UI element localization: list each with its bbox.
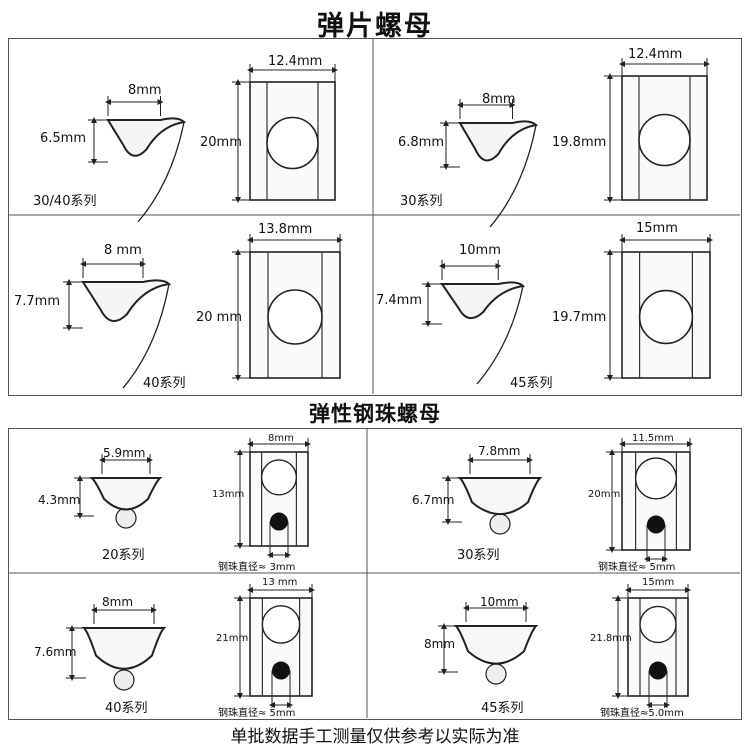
plate-width-label: 13.8mm: [258, 222, 313, 237]
steel-ball-dot: [649, 661, 667, 680]
spring-nut-drawing: [63, 234, 343, 389]
plate-hole: [266, 116, 319, 170]
steel-ball: [113, 669, 135, 691]
ball-nut-title: 弹性钢珠螺母: [309, 402, 441, 426]
plate-hole: [267, 289, 323, 345]
spring-nut-drawing: [440, 58, 710, 228]
steel-ball: [485, 663, 507, 685]
spring-nut-title: 弹片螺母: [317, 11, 433, 42]
nut-height-label: 8mm: [424, 637, 456, 651]
nut-profile: [440, 281, 526, 319]
nut-height-label: 6.7mm: [412, 493, 455, 507]
series-label: 40系列: [105, 701, 148, 716]
spring-nut-drawing: [88, 64, 338, 223]
nut-width-label: 8mm: [128, 83, 162, 98]
nut-height-label: 6.8mm: [398, 135, 445, 150]
steel-ball-dot: [272, 661, 290, 680]
ball-diameter-label: 钢珠直径≈ 3mm: [218, 562, 296, 573]
plate-width-label: 15mm: [642, 577, 675, 588]
spring-leaf: [137, 121, 185, 223]
nut-profile: [106, 117, 187, 157]
spring-nut-drawing: [422, 234, 713, 385]
plate-height-label: 20 mm: [196, 310, 243, 325]
plate-height-label: 13mm: [212, 489, 245, 500]
nut-height-label: 6.5mm: [40, 131, 87, 146]
nut-profile: [458, 120, 539, 162]
spring-leaf: [476, 285, 524, 385]
steel-ball: [115, 507, 137, 529]
series-label: 30系列: [400, 194, 443, 209]
nut-height-label: 4.3mm: [38, 493, 81, 507]
footer-note: 单批数据手工测量仅供参考以实际为准: [230, 727, 520, 747]
plate-hole: [638, 289, 694, 345]
ball-nut-drawing: [66, 584, 315, 708]
ball-diameter-label: 钢珠直径≈5.0mm: [600, 708, 684, 719]
series-label: 20系列: [102, 548, 145, 563]
plate-hole: [639, 605, 677, 644]
plate-hole: [638, 113, 691, 167]
ball-diameter-label: 钢珠直径≈ 5mm: [598, 562, 676, 573]
nut-profile: [453, 625, 539, 665]
plate-height-label: 21mm: [216, 633, 249, 644]
nut-width-label: 8mm: [482, 92, 516, 107]
plate-hole: [634, 457, 678, 500]
steel-ball-dot: [647, 515, 665, 534]
plate-height-label: 20mm: [200, 135, 242, 150]
nut-profile: [81, 279, 172, 322]
nut-width-label: 10mm: [459, 243, 501, 258]
series-label: 30系列: [457, 548, 500, 563]
series-label: 30/40系列: [33, 194, 97, 209]
ball-nut-drawing: [74, 438, 311, 558]
plate-width-label: 13 mm: [262, 577, 298, 588]
nut-height-label: 7.6mm: [34, 645, 77, 659]
nut-height-label: 7.4mm: [376, 293, 423, 308]
series-label: 45系列: [481, 701, 524, 716]
nut-width-label: 5.9mm: [103, 446, 146, 460]
nut-width-label: 10mm: [480, 595, 519, 609]
plate-height-label: 21.8mm: [590, 633, 632, 644]
plate-width-label: 12.4mm: [628, 47, 683, 62]
series-label: 45系列: [510, 376, 553, 391]
plate-width-label: 15mm: [636, 221, 678, 236]
nut-width-label: 8mm: [102, 595, 134, 609]
plate-hole: [260, 459, 298, 496]
ball-diameter-label: 钢珠直径≈ 5mm: [218, 708, 296, 719]
nut-width-label: 7.8mm: [478, 444, 521, 458]
plate-hole: [261, 605, 301, 644]
steel-ball-dot: [270, 512, 288, 531]
ball-nut-section: [8, 428, 742, 720]
spring-nut-section: [8, 38, 742, 396]
nut-width-label: 8 mm: [104, 243, 142, 258]
steel-ball: [489, 513, 511, 535]
ball-nut-drawing: [442, 438, 693, 562]
plate-width-label: 11.5mm: [632, 433, 674, 444]
plate-width-label: 8mm: [268, 433, 294, 444]
plate-height-label: 19.7mm: [552, 310, 607, 325]
spring-leaf: [122, 283, 170, 389]
nut-profile: [457, 477, 543, 515]
plate-width-label: 12.4mm: [268, 54, 323, 69]
nut-height-label: 7.7mm: [14, 294, 61, 309]
spring-leaf: [489, 124, 537, 228]
plate-height-label: 19.8mm: [552, 135, 607, 150]
plate-height-label: 20mm: [588, 489, 621, 500]
nut-profile: [81, 627, 167, 670]
series-label: 40系列: [143, 376, 186, 391]
nut-profile: [89, 477, 163, 511]
ball-nut-drawing: [438, 584, 691, 708]
